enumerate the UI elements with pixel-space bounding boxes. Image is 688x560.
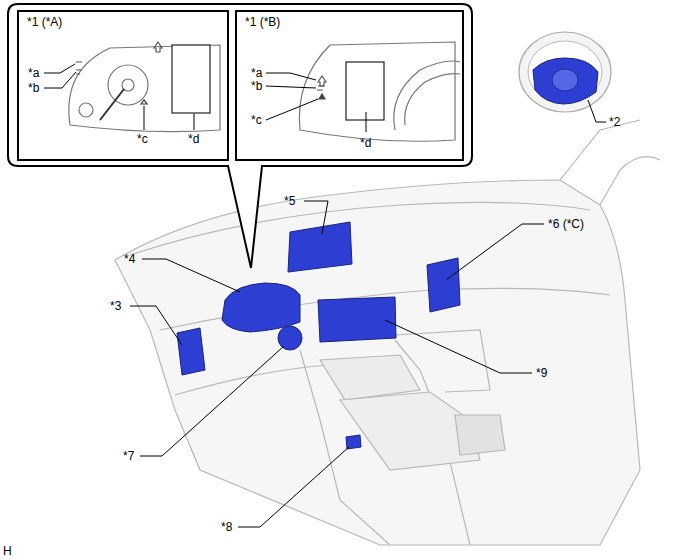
callout-number: *c (251, 113, 262, 127)
callout-number: *7 (123, 449, 134, 463)
inset-ground (17, 10, 229, 161)
callout-number: *b (251, 79, 262, 93)
callout-number: *9 (536, 366, 547, 380)
callout-bubble (8, 4, 472, 268)
callout-number: *b (28, 81, 39, 95)
callout-number: *4 (124, 252, 135, 266)
dashboard-outline (115, 120, 660, 545)
inset-heading: *1 (*B) (245, 15, 280, 29)
callout-number: *a (251, 66, 262, 80)
callout-number: *8 (221, 520, 232, 534)
callout-number: *a (28, 66, 39, 80)
callout-number: *3 (110, 299, 121, 313)
meter-a (69, 42, 220, 132)
callout-number: *c (137, 132, 148, 146)
callout-number: *d (188, 132, 199, 146)
inset-heading: *1 (*A) (27, 15, 62, 29)
callout-number: *2 (609, 115, 620, 129)
leader-lines (44, 64, 606, 527)
figure-code: H (3, 544, 12, 558)
callout-number: *d (360, 136, 371, 150)
callout-number: *5 (284, 194, 295, 208)
callout-number: *6 (*C) (548, 217, 584, 231)
steering-wheel (519, 32, 611, 112)
meter-inset: *1 (*B) (235, 10, 464, 161)
inset-ground (235, 10, 464, 161)
meter-b (299, 42, 460, 141)
